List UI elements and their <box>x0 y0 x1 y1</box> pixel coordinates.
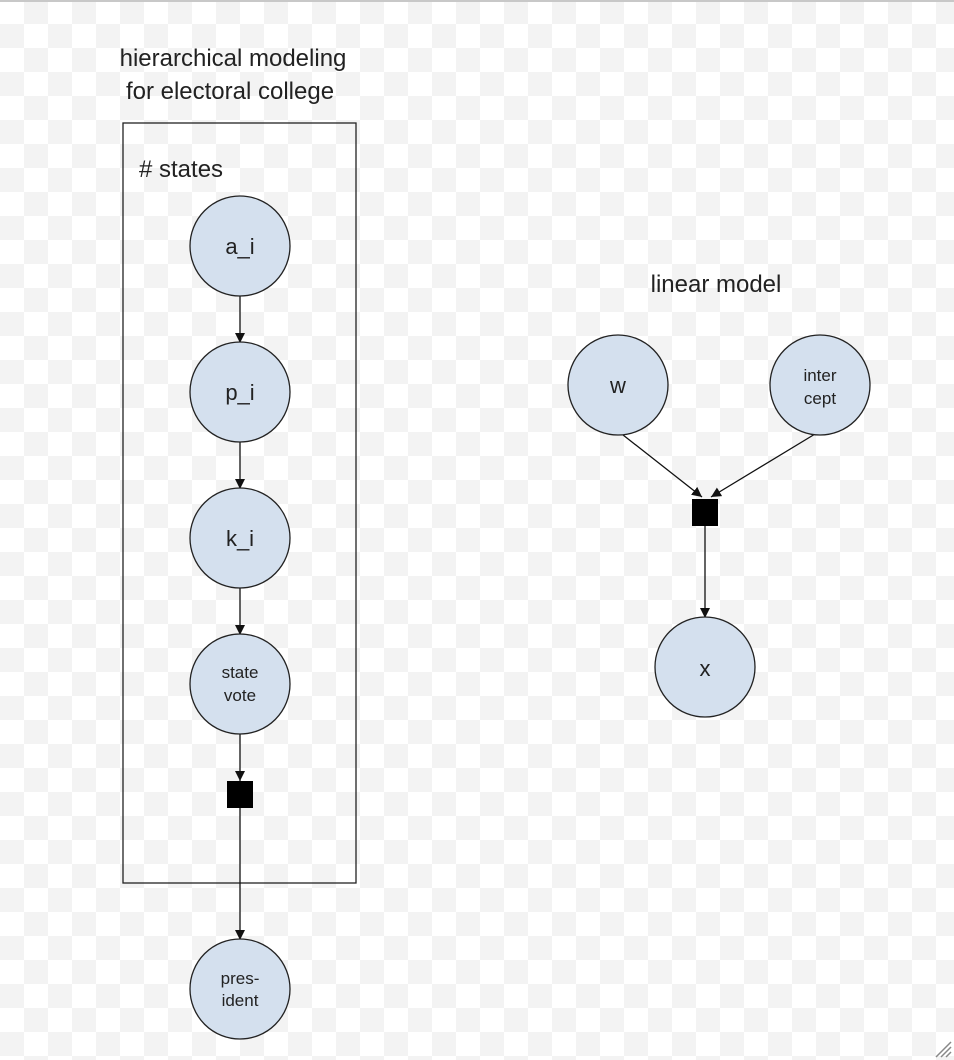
hierarchical-title-line1: hierarchical modeling <box>120 45 347 72</box>
node-president[interactable]: pres- ident <box>189 938 291 1040</box>
node-x-label: x <box>700 656 711 681</box>
node-x[interactable]: x <box>654 616 756 718</box>
plate-label: # states <box>139 156 223 183</box>
edge-intercept-to-factor <box>710 430 821 498</box>
hierarchical-title-line2: for electoral college <box>126 78 334 105</box>
node-state-vote[interactable]: state vote <box>189 633 291 735</box>
node-intercept-label-line1: inter <box>803 366 836 385</box>
resize-grip-icon[interactable] <box>932 1038 952 1058</box>
factor-node-hierarchical[interactable] <box>227 781 253 808</box>
node-state-vote-label-line2: vote <box>224 686 256 705</box>
top-border <box>0 0 954 2</box>
node-k-i[interactable]: k_i <box>189 487 291 589</box>
linear-title: linear model <box>651 271 782 298</box>
node-president-label-line1: pres- <box>221 969 260 988</box>
node-w-label: w <box>609 373 626 398</box>
node-w[interactable]: w <box>567 334 669 436</box>
factor-node-linear[interactable] <box>692 499 718 526</box>
node-president-label-line2: ident <box>222 991 259 1010</box>
node-intercept-label-line2: cept <box>804 389 836 408</box>
edge-w-to-factor <box>617 430 703 498</box>
node-intercept[interactable]: inter cept <box>769 334 871 436</box>
node-k-i-label: k_i <box>226 526 254 551</box>
node-p-i-label: p_i <box>225 380 254 405</box>
node-a-i-label: a_i <box>225 234 254 259</box>
node-state-vote-label-line1: state <box>222 663 259 682</box>
node-p-i[interactable]: p_i <box>189 341 291 443</box>
node-a-i[interactable]: a_i <box>189 195 291 297</box>
